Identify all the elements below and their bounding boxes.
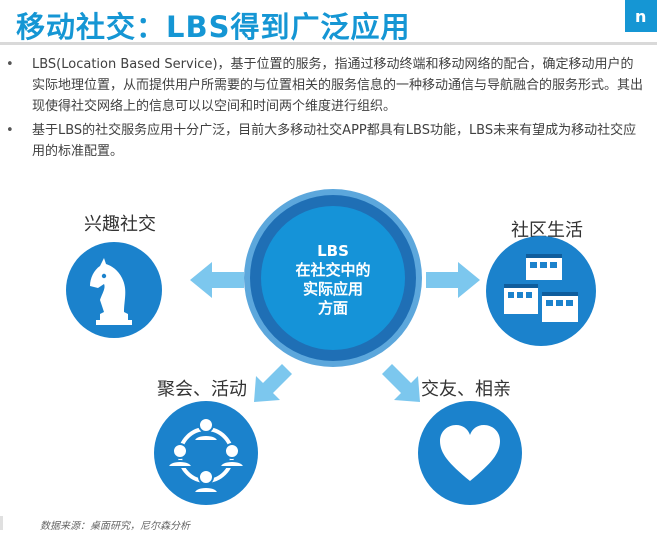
bullet-item: • LBS(Location Based Service)，基于位置的服务，指通… bbox=[4, 54, 644, 117]
bullet-item: • 基于LBS的社交服务应用十分广泛，目前大多移动社交APP都具有LBS功能，L… bbox=[4, 120, 644, 162]
center-line: 在社交中的 bbox=[295, 261, 371, 279]
people-circle-icon bbox=[166, 417, 246, 494]
chess-knight-icon bbox=[90, 258, 132, 325]
interest-social-node bbox=[66, 242, 162, 338]
bullet-marker: • bbox=[6, 57, 14, 72]
center-hub: LBS 在社交中的 实际应用 方面 bbox=[250, 195, 416, 361]
page-title: 移动社交：LBS得到广泛应用 bbox=[16, 10, 411, 44]
gathering-node bbox=[154, 401, 258, 505]
buildings-icon bbox=[504, 254, 578, 322]
heart-icon bbox=[440, 425, 500, 481]
bullet-marker: • bbox=[6, 123, 14, 138]
arrow-left bbox=[190, 262, 244, 298]
label-dating: 交友、相亲 bbox=[421, 379, 511, 400]
title-divider bbox=[0, 42, 657, 45]
label-gathering: 聚会、活动 bbox=[157, 379, 247, 400]
label-interest-social: 兴趣社交 bbox=[84, 214, 156, 235]
dating-node bbox=[418, 401, 522, 505]
brand-logo: n bbox=[625, 0, 657, 32]
arrow-down-right bbox=[382, 364, 420, 402]
source-note: 数据来源：桌面研究，尼尔森分析 bbox=[40, 521, 190, 532]
bullet-list: • LBS(Location Based Service)，基于位置的服务，指通… bbox=[4, 54, 644, 165]
community-life-node bbox=[486, 236, 596, 346]
center-line: 方面 bbox=[317, 299, 348, 317]
arrow-down-left bbox=[254, 364, 292, 402]
page-marker bbox=[0, 516, 3, 530]
logo-mark: n bbox=[635, 7, 647, 26]
bullet-text: LBS(Location Based Service)，基于位置的服务，指通过移… bbox=[32, 57, 644, 114]
bullet-text: 基于LBS的社交服务应用十分广泛，目前大多移动社交APP都具有LBS功能，LBS… bbox=[32, 123, 637, 159]
label-community-life: 社区生活 bbox=[511, 220, 583, 241]
center-hub-core: LBS 在社交中的 实际应用 方面 bbox=[261, 206, 405, 350]
arrow-right bbox=[426, 262, 480, 298]
center-line: 实际应用 bbox=[302, 280, 363, 298]
center-line: LBS bbox=[317, 242, 349, 260]
center-hub-text: LBS 在社交中的 实际应用 方面 bbox=[261, 242, 405, 318]
